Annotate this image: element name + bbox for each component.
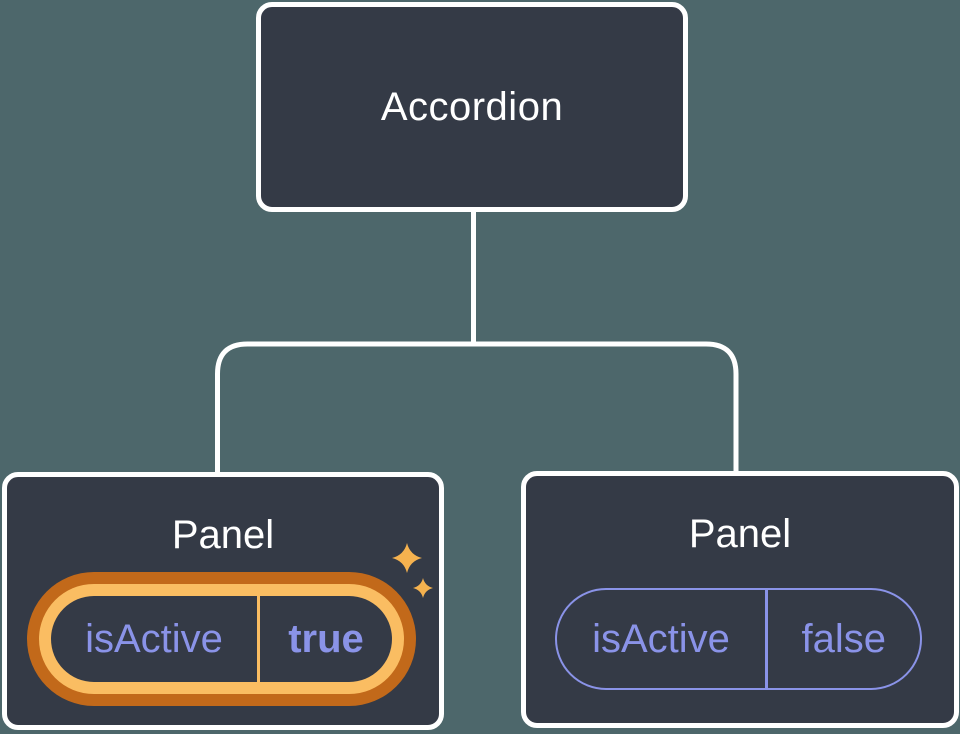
prop-name: isActive (85, 617, 223, 661)
prop-pill-active-content: isActive true (51, 596, 392, 682)
pill-divider (765, 590, 768, 688)
prop-pill-inactive: isActive false (555, 588, 922, 690)
prop-pill-active-inner-ring: isActive true (39, 584, 404, 694)
panel-title: Panel (688, 512, 792, 556)
prop-value: true (288, 617, 364, 661)
panel-title: Panel (171, 513, 275, 557)
prop-pill-active: isActive true (27, 572, 416, 706)
accordion-node-label: Accordion (380, 85, 564, 129)
prop-name: isActive (592, 617, 730, 661)
panel-node-active: Panel isActive true (2, 472, 444, 730)
pill-divider (257, 596, 260, 682)
accordion-node: Accordion (256, 2, 688, 212)
panel-node-inactive: Panel isActive false (521, 471, 959, 728)
sparkles-icon (392, 543, 433, 598)
prop-value: false (801, 617, 887, 661)
